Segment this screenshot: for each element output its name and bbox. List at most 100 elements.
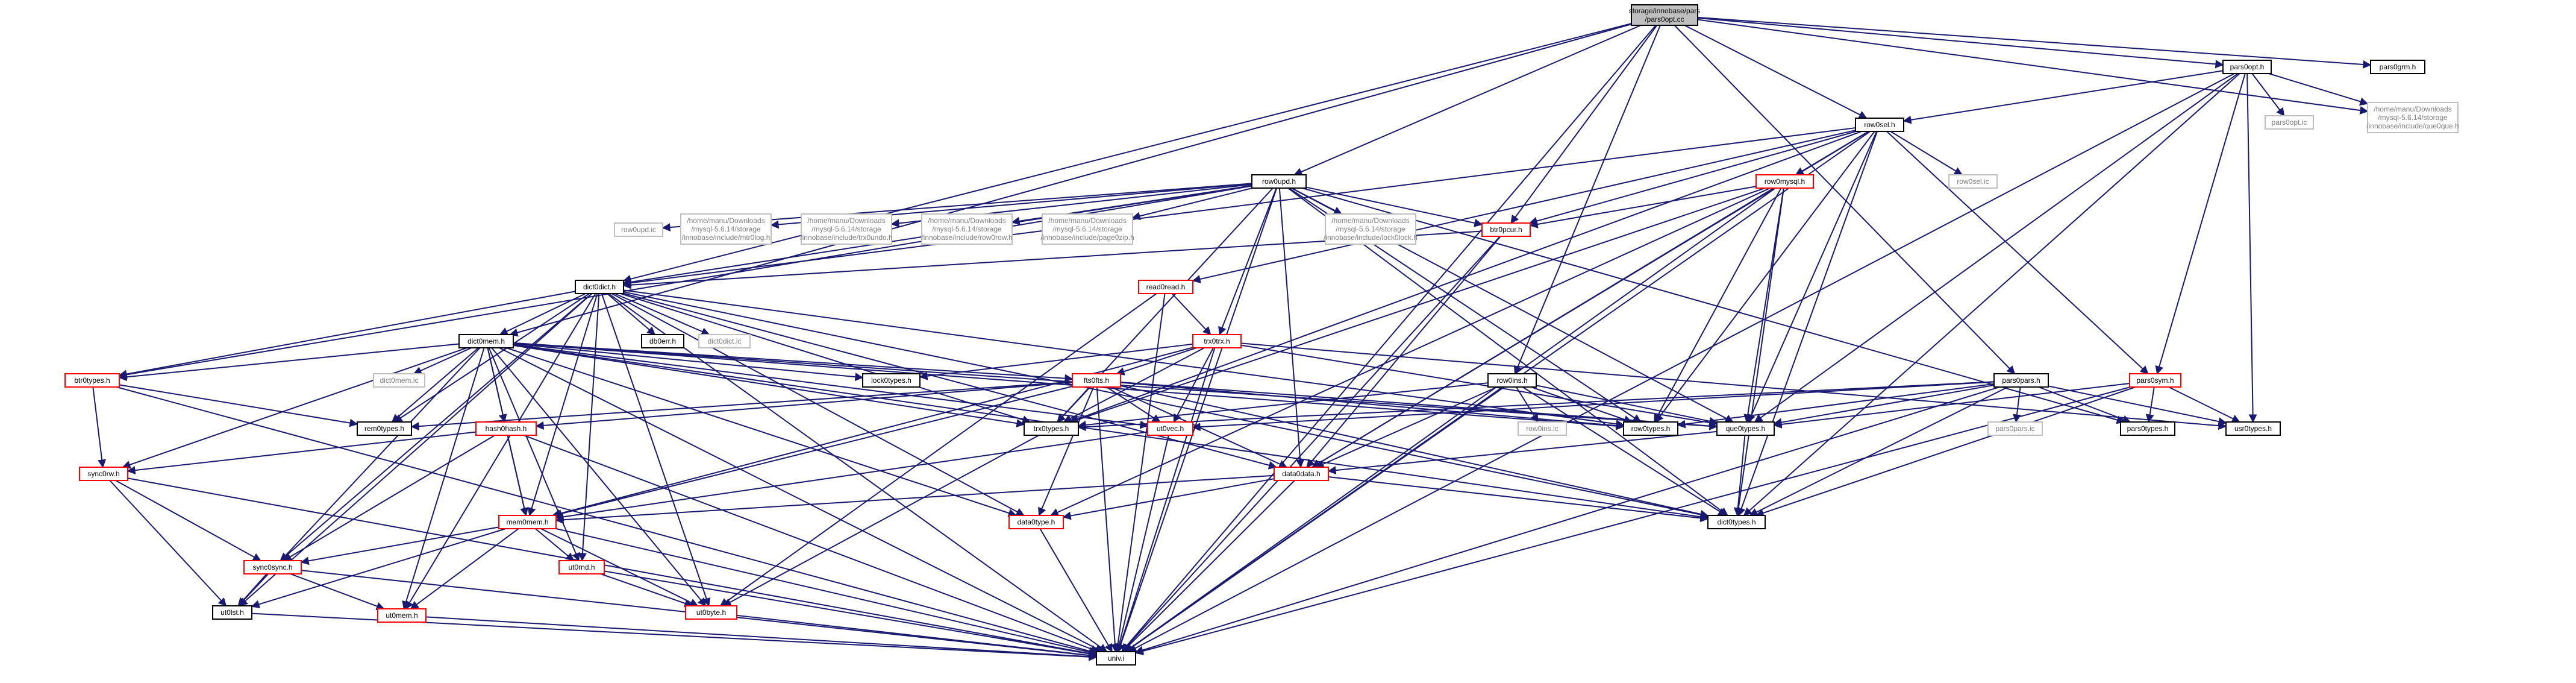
node-box [1631,4,1698,26]
node-label: row0sel.h [1864,121,1895,129]
edge-hash0hash_h-to-mem0mem_h [507,435,528,517]
node-ut0mem-h[interactable]: ut0mem.h [377,608,427,623]
node-fts0fts-h[interactable]: fts0fts.h [1072,373,1121,388]
edge-dict0mem_h-to-univ_i [499,347,1104,652]
node-box [1481,222,1531,237]
node-ut0rnd-h[interactable]: ut0rnd.h [558,560,605,574]
node-box [2129,373,2181,388]
node-row0upd-h[interactable]: row0upd.h [1251,174,1307,189]
edge-pars0pars_h-to-row0types_h [1677,383,1995,429]
node-label: pars0pars.h [2002,376,2040,385]
node-rem0types-h[interactable]: rem0types.h [357,421,412,436]
node-box [212,605,252,620]
node-label: trx0trx.h [1204,337,1230,345]
dependency-edges [92,16,2372,661]
node-trx0trx-h[interactable]: trx0trx.h [1192,334,1242,348]
node-label: trx0types.h [1034,424,1069,433]
node-trx0undo-ext: /home/manu/Downloads/mysql-5.6.14/storag… [800,213,893,245]
edge-trx0trx_h-to-trx0types_h [1063,347,1205,423]
node-ut0byte-h[interactable]: ut0byte.h [685,605,737,620]
node-pars0pars-h[interactable]: pars0pars.h [1993,373,2049,388]
edge-root-to-row0ins_h [1513,25,1661,375]
edge-dict0mem_h-to-trx0types_h [513,344,1025,428]
edge-read0read_h-to-univ_i [1113,293,1166,653]
node-box [801,213,892,245]
node-row0sel-h[interactable]: row0sel.h [1855,118,1904,132]
edge-fts0fts_h-to-hash0hash_h [535,382,1073,430]
node-dict0dict-h[interactable]: dict0dict.h [575,280,624,294]
node-box [2265,115,2314,130]
node-data0data-h[interactable]: data0data.h [1274,467,1329,481]
node-pars0pars-ic: pars0pars.ic [1987,421,2043,436]
node-row0upd-ic: row0upd.ic [614,222,663,237]
node-label: ut0mem.h [386,611,417,620]
edge-root-to-row0upd_h [1293,25,1641,176]
node-sync0rw-h[interactable]: sync0rw.h [79,467,128,481]
edge-ut0vec_h-to-univ_i [1115,435,1169,653]
node-box [458,334,514,348]
node-ut0lst-h[interactable]: ut0lst.h [212,605,252,620]
node-pars0sym-h[interactable]: pars0sym.h [2129,373,2181,388]
node-mtr0log-ext: /home/manu/Downloads/mysql-5.6.14/storag… [680,213,772,245]
node-btr0pcur-h[interactable]: btr0pcur.h [1481,222,1531,237]
edge-mem0mem_h-to-ut0byte_h [540,528,699,606]
node-mem0mem-h[interactable]: mem0mem.h [498,515,557,529]
edge-row0ins_h-to-dict0types_h [1522,386,1727,516]
edge-pars0pars_h-to-dict0types_h [1749,386,2009,516]
node-univ-i[interactable]: univ.i [1096,651,1136,666]
node-lock0types-h[interactable]: lock0types.h [862,373,921,388]
node-pars0types-h[interactable]: pars0types.h [2120,421,2175,436]
edge-pars0pars_h-to-que0types_h [1773,384,1995,427]
edge-data0data_h-to-dict0types_h [1328,476,1709,523]
edge-row0mysql_h-to-univ_i [1124,187,1776,652]
node-box [79,467,128,481]
edge-que0types_h-to-data0data_h [1327,430,1718,475]
node-read0read-h[interactable]: read0read.h [1138,280,1193,294]
node-sync0sync-h[interactable]: sync0sync.h [243,560,302,574]
node-dict0types-h[interactable]: dict0types.h [1707,515,1766,529]
node-row0mysql-h[interactable]: row0mysql.h [1755,174,1814,189]
edge-row0sel_h-to-dict0dict_h [622,127,1856,288]
edge-dict0mem_h-to-btr0types_h [118,343,460,382]
edge-ut0rnd_h-to-ut0byte_h [600,573,693,608]
node-db0err-h[interactable]: db0err.h [641,334,684,348]
node-box [575,280,624,294]
edge-row0mysql_h-to-data0type_h [1049,187,1771,517]
node-label: ut0rnd.h [568,563,595,571]
node-ut0vec-h[interactable]: ut0vec.h [1147,421,1193,436]
edge-row0upd_h-to-btr0pcur_h [1305,186,1483,227]
node-box [498,515,557,529]
node-row0ins-h[interactable]: row0ins.h [1487,373,1537,388]
edge-fts0fts_h-to-que0types_h [1120,381,1718,430]
edge-dict0dict_h-to-sync0sync_h [280,293,592,561]
node-row0types-h[interactable]: row0types.h [1623,421,1678,436]
node-dict0mem-h[interactable]: dict0mem.h [458,334,514,348]
node-box [1138,280,1193,294]
node-trx0types-h[interactable]: trx0types.h [1024,421,1079,436]
edge-pars0sym_h-to-dict0types_h [1755,386,2136,517]
node-pars0grm-h[interactable]: pars0grm.h [2370,60,2425,74]
edge-dict0mem_h-to-dict0mem_ic [413,347,472,375]
edge-dict0dict_h-to-univ_i [608,293,1108,652]
node-usr0types-h[interactable]: usr0types.h [2225,421,2281,436]
node-pars0opt-h[interactable]: pars0opt.h [2222,60,2272,74]
edge-row0upd_h-to-univ_i [1116,187,1278,653]
node-root[interactable]: storage/innobase/pars/pars0opt.cc [1629,4,1701,26]
node-hash0hash-h[interactable]: hash0hash.h [475,421,537,436]
node-label: rem0types.h [364,424,404,433]
edge-dict0dict_h-to-btr0types_h [118,291,576,379]
node-box [2225,421,2281,436]
edge-dict0dict_h-to-db0err_h [607,293,656,335]
edge-btr0pcur_h-to-univ_i [1121,236,1501,653]
node-row0sel-ic: row0sel.ic [1948,174,1998,189]
edge-row0mysql_h-to-btr0pcur_h [1529,186,1757,228]
node-label: /innobase/include/trx0undo.h [800,233,892,242]
node-que0types-h[interactable]: que0types.h [1716,421,1775,436]
edge-row0sel_h-to-row0types_h [1655,131,1875,423]
node-data0type-h[interactable]: data0type.h [1008,515,1064,529]
node-btr0types-h[interactable]: btr0types.h [64,373,120,388]
node-label: hash0hash.h [486,424,527,433]
edge-root-to-dict0dict_h [622,23,1632,283]
node-box [641,334,684,348]
